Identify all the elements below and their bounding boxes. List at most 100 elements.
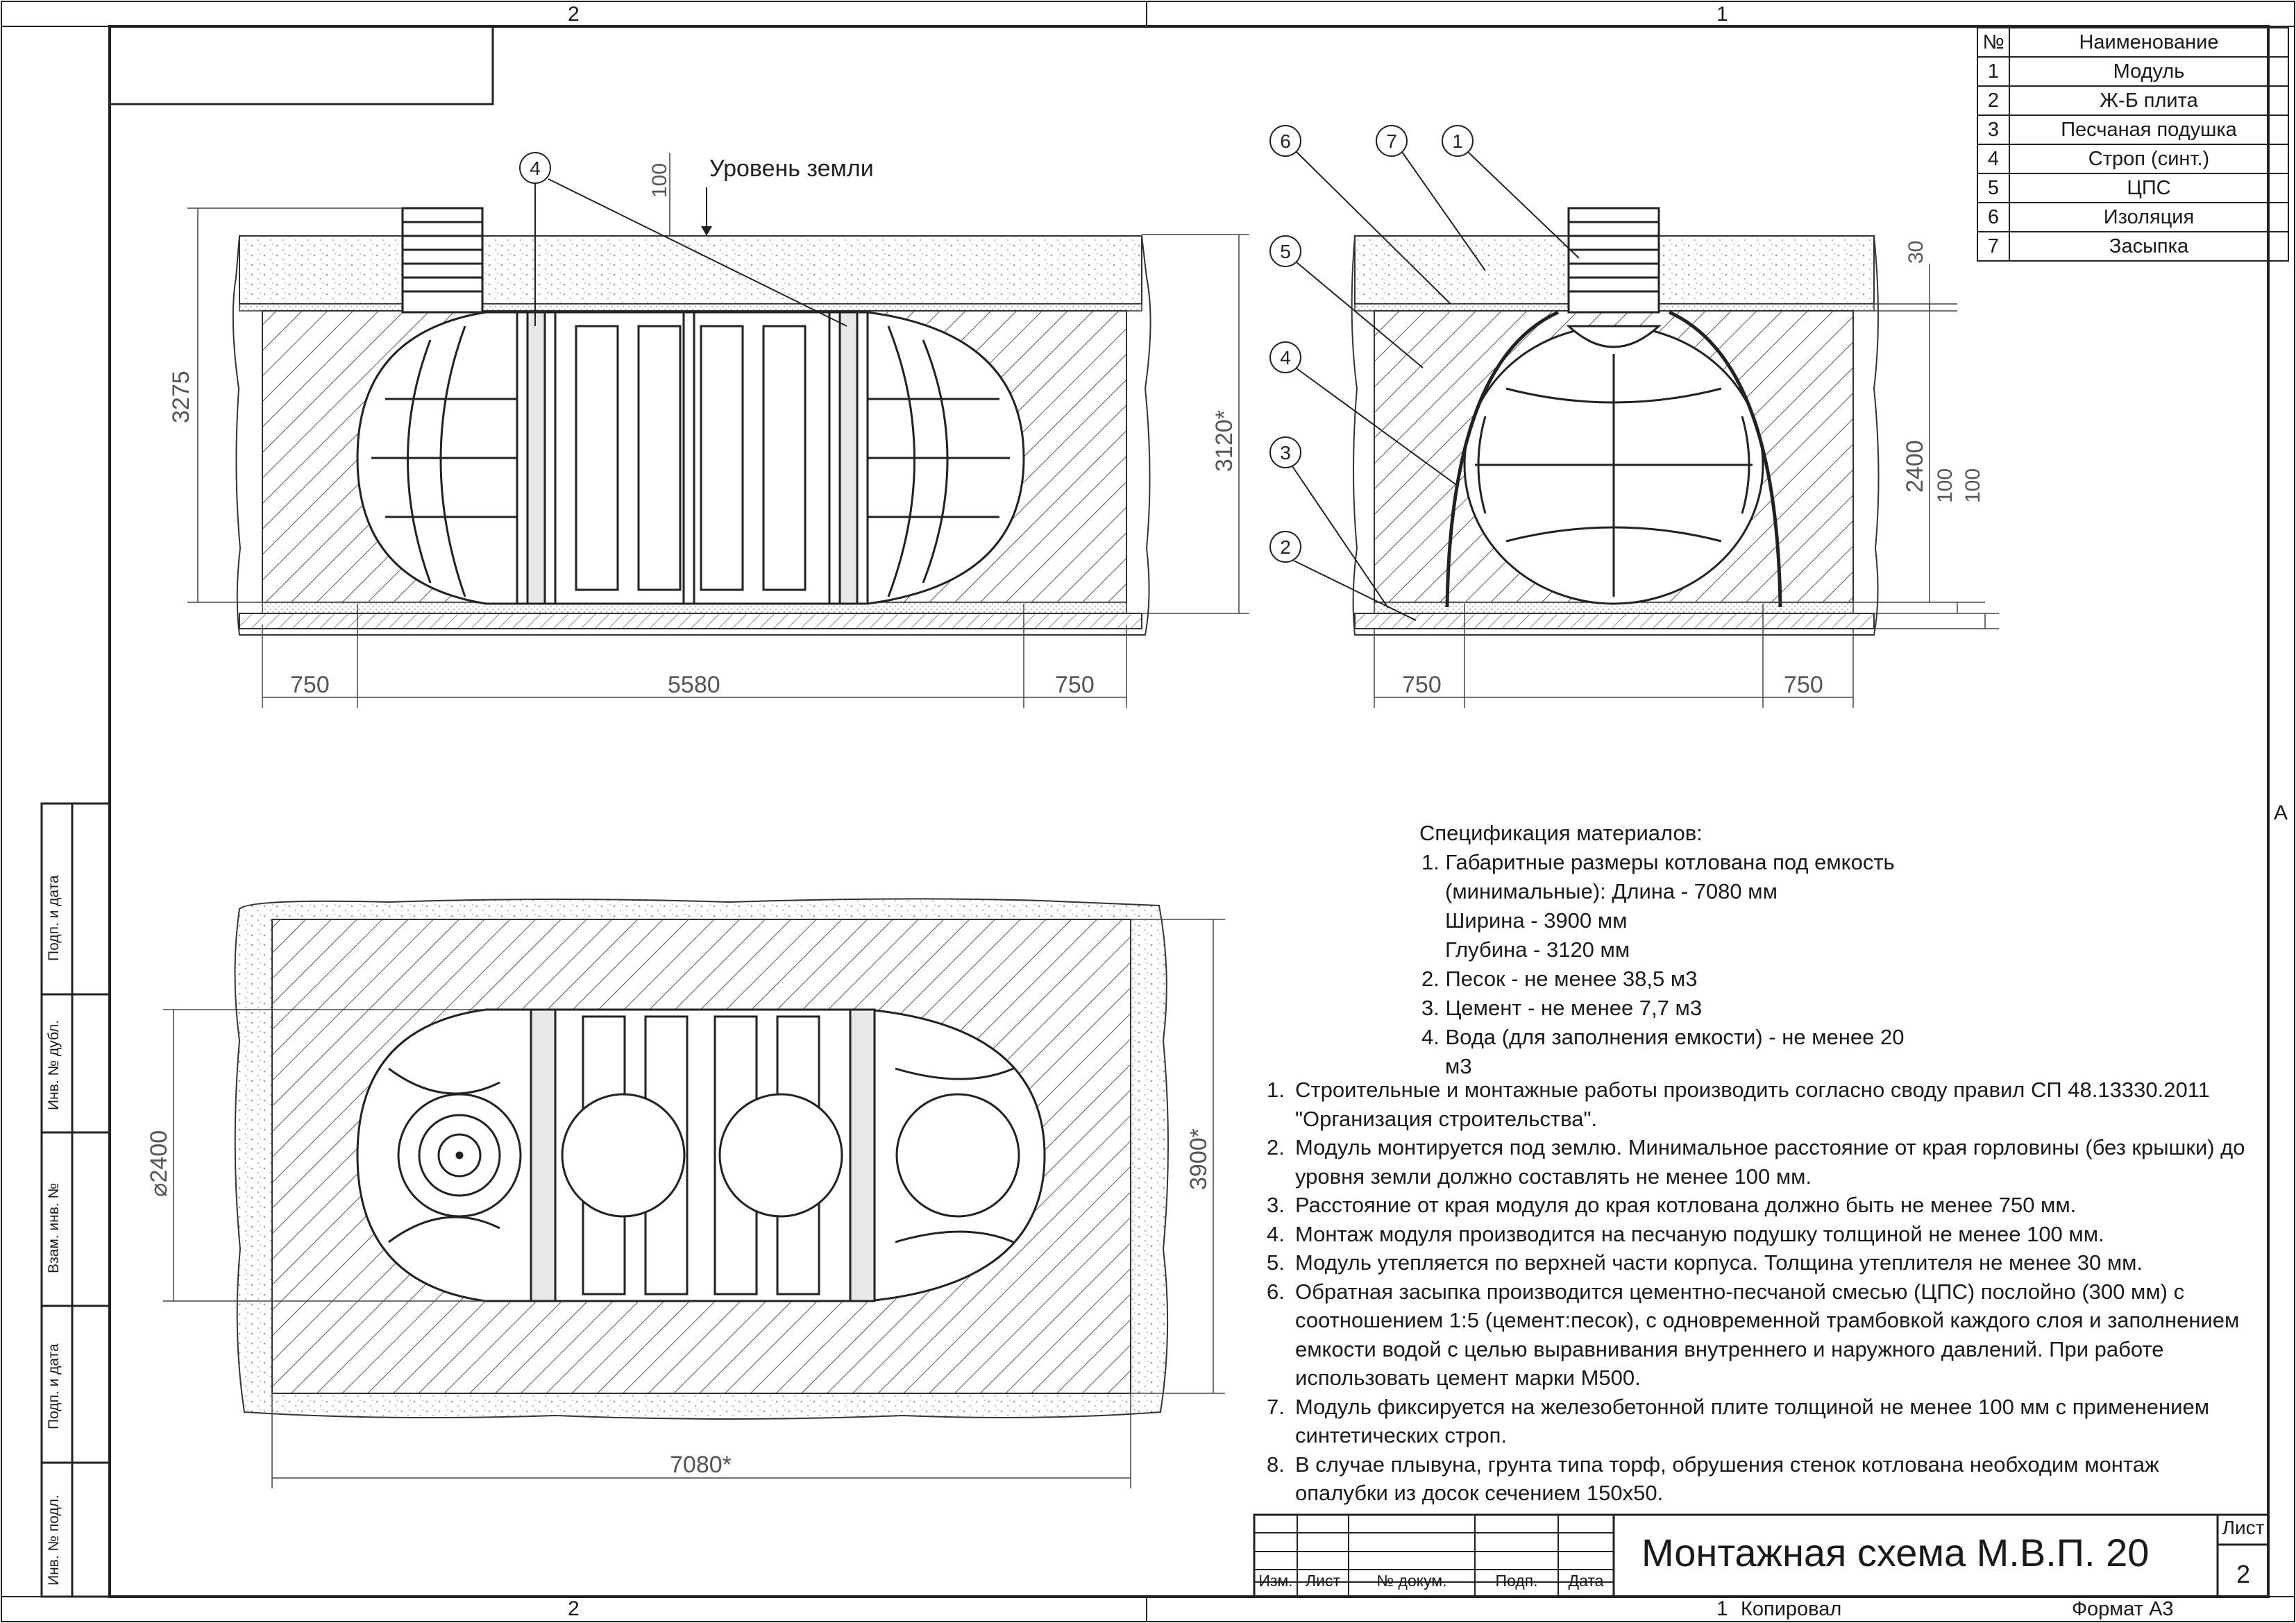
spec-line: 4. Вода (для заполнения емкости) - не ме… <box>1421 1025 1905 1049</box>
note-text: Модуль фиксируется на железобетонной пли… <box>1295 1394 2210 1448</box>
spec-line: Глубина - 3120 мм <box>1445 937 1630 962</box>
spec-line: 1. Габаритные размеры котлована под емко… <box>1421 850 1895 874</box>
side-view-tank <box>356 207 1025 605</box>
side-dim-right-margin: 750 <box>1055 672 1095 698</box>
bom-header-num: № <box>1977 27 2010 58</box>
callout-5: 5 <box>1280 241 1291 262</box>
plan-dim-width: 3900* <box>1185 1128 1212 1190</box>
bom-num: 5 <box>1977 173 2010 203</box>
col-izm: Изм. <box>1258 1572 1293 1590</box>
note-item: 4. Монтаж модуля производится на песчаную… <box>1267 1220 2252 1249</box>
side-dim-overall-height: 3275 <box>168 371 194 423</box>
note-item: 2. Модуль монтируется под землю. Минималь… <box>1267 1133 2252 1191</box>
footer-copy-label: Копировал <box>1741 1598 1842 1620</box>
sheet-number: 2 <box>2236 1560 2251 1588</box>
spec-line: м3 <box>1445 1054 1472 1078</box>
note-number: 5. <box>1267 1250 1285 1275</box>
bom-num: 3 <box>1977 114 2010 145</box>
bom-name: ЦПС <box>2009 173 2289 203</box>
zone-marker-top-right: 1 <box>1716 3 1728 26</box>
bom-num: 2 <box>1977 85 2010 116</box>
zone-marker-bottom-left: 2 <box>568 1597 580 1620</box>
note-number: 6. <box>1267 1279 1285 1304</box>
side-view-dimension-lines <box>187 153 1249 708</box>
end-dim-diameter: 2400 <box>1902 440 1928 493</box>
spec-line: 2. Песок - не менее 38,5 м3 <box>1421 967 1698 991</box>
note-number: 7. <box>1267 1394 1285 1419</box>
callout-4: 4 <box>1280 347 1291 368</box>
bom-name: Ж-Б плита <box>2009 85 2289 116</box>
col-list: Лист <box>1306 1572 1340 1590</box>
stamp-label-sign-date-2: Подп. и дата <box>46 1343 62 1429</box>
note-text: Модуль монтируется под землю. Минимально… <box>1295 1135 2245 1189</box>
plan-view: ⌀2400 3900* 7080* <box>146 898 1225 1488</box>
callout-6: 6 <box>1280 130 1291 152</box>
end-dim-right-margin: 750 <box>1784 672 1823 698</box>
bom-num: 4 <box>1977 144 2010 174</box>
end-view-slab <box>1354 613 1875 629</box>
note-item: 7. Модуль фиксируется на железобетонной п… <box>1267 1393 2252 1450</box>
callout-7: 7 <box>1386 130 1397 152</box>
side-view-callout-4-label: 4 <box>530 158 541 179</box>
note-number: 2. <box>1267 1135 1285 1159</box>
bom-name: Строп (синт.) <box>2009 144 2289 174</box>
note-item: 8. В случае плывуна, грунта типа торф, об… <box>1267 1450 2252 1508</box>
bom-header-name: Наименование <box>2009 27 2289 58</box>
end-dim-slab: 100 <box>1961 468 1984 503</box>
spec-line: 3. Цемент - не менее 7,7 м3 <box>1421 996 1703 1020</box>
end-view: 6 7 1 5 4 3 2 30 2400 100 100 750 <box>1269 125 1999 708</box>
stamp-label-sign-date-1: Подп. и дата <box>46 875 62 961</box>
side-view-slab <box>239 613 1142 629</box>
stamp-label-repl-inv: Взам. инв. № <box>46 1182 62 1273</box>
end-view-dimension-lines <box>1374 264 1999 708</box>
title-block-frame <box>1253 1513 2270 1598</box>
zone-marker-right: A <box>2274 801 2288 824</box>
note-text: Расстояние от края модуля до края котлов… <box>1295 1193 2077 1217</box>
zone-marker-top-left: 2 <box>568 3 580 26</box>
callout-3: 3 <box>1280 442 1291 464</box>
bom-num: 7 <box>1977 231 2010 262</box>
note-text: Монтаж модуля производится на песчаную п… <box>1295 1221 2104 1246</box>
spec-line: Ширина - 3900 мм <box>1445 908 1628 933</box>
plan-view-dimension-lines <box>163 919 1225 1488</box>
note-number: 4. <box>1267 1221 1285 1246</box>
col-date: Дата <box>1568 1572 1604 1590</box>
stamp-label-dup-inv: Инв. № дубл. <box>46 1019 62 1110</box>
sheet-label: Лист <box>2222 1517 2265 1538</box>
end-view-tank <box>1445 207 1782 608</box>
bom-num: 1 <box>1977 56 2010 87</box>
end-view-callouts <box>1269 125 1580 621</box>
callout-2: 2 <box>1280 536 1291 558</box>
plan-dim-diameter: ⌀2400 <box>146 1130 172 1197</box>
side-dim-left-margin: 750 <box>290 672 330 698</box>
side-view-insulation <box>239 303 1142 312</box>
callout-1: 1 <box>1452 130 1463 152</box>
side-dim-top-clearance: 100 <box>648 163 671 198</box>
side-stamp-frame <box>40 802 111 1598</box>
ground-level-arrow <box>701 226 712 236</box>
side-dim-excavation-depth: 3120* <box>1211 410 1238 472</box>
spec-line: (минимальные): Длина - 7080 мм <box>1445 879 1778 903</box>
note-text: В случае плывуна, грунта типа торф, обру… <box>1295 1452 2159 1506</box>
footer-format-label: Формат А3 <box>2072 1598 2174 1620</box>
bom-name: Песчаная подушка <box>2009 114 2289 145</box>
note-item: 6.Обратная засыпка производится цементно… <box>1267 1277 2252 1393</box>
note-item: 1.Строительные и монтажные работы произв… <box>1267 1076 2252 1133</box>
note-item: 3.Расстояние от края модуля до края котл… <box>1267 1191 2252 1220</box>
end-dim-left-margin: 750 <box>1402 672 1442 698</box>
stamp-label-orig-inv: Инв. № подл. <box>46 1495 62 1586</box>
drawing-title: Монтажная схема М.В.П. 20 <box>1641 1531 2150 1574</box>
spec-title: Спецификация материалов: <box>1419 821 1703 845</box>
plan-dim-length: 7080* <box>670 1452 732 1478</box>
bom-name: Изоляция <box>2009 202 2289 232</box>
note-number: 8. <box>1267 1452 1285 1477</box>
side-dim-length: 5580 <box>668 672 720 698</box>
